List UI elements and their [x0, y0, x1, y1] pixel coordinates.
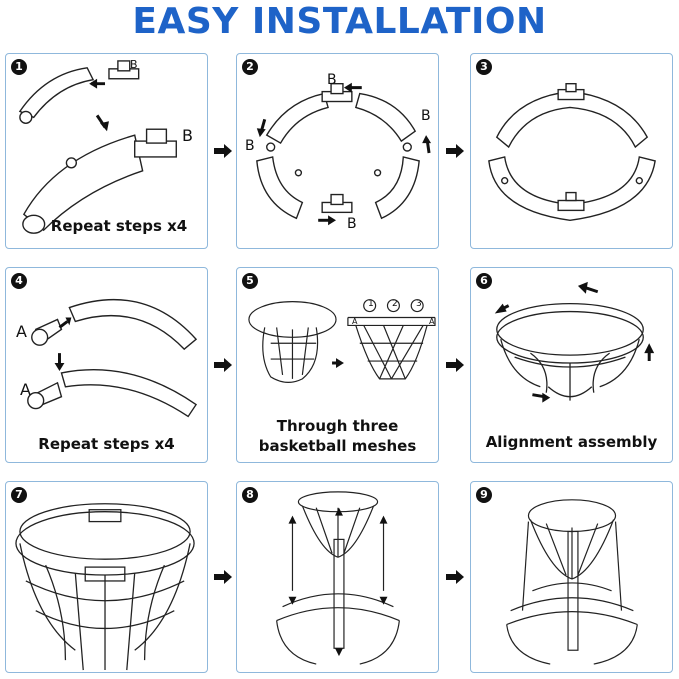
step-1-caption: Repeat steps x4: [50, 217, 188, 235]
step-7-illustration: [15, 503, 195, 671]
step-5-panel: 5 1 2 3 A A Through three basketball mes…: [236, 267, 439, 463]
flow-arrow-7-8: [214, 570, 232, 584]
step-9-number: 9: [476, 487, 492, 503]
step-1-illustration: [18, 60, 177, 234]
step-9-panel: 9: [470, 481, 673, 673]
step-7-panel: 7: [5, 481, 208, 673]
part-label-b-small: B: [130, 58, 138, 71]
flow-arrow-5-6: [446, 358, 464, 372]
step-1-number: 1: [11, 59, 27, 75]
part-label-b-top: B: [327, 72, 337, 88]
mesh-label-3: 3: [416, 299, 422, 309]
step-4-number: 4: [11, 273, 27, 289]
part-label-a-top: A: [16, 322, 27, 341]
step-4-panel: 4 A A Repeat steps x4: [5, 267, 208, 463]
flow-arrow-8-9: [446, 570, 464, 584]
flow-arrow-1-2: [214, 144, 232, 158]
step-4-caption: Repeat steps x4: [38, 435, 175, 453]
step-8-panel: 8: [236, 481, 439, 673]
step-2-panel: 2 B B B B: [236, 53, 439, 249]
step-3-number: 3: [476, 59, 492, 75]
part-label-b-right: B: [421, 108, 431, 124]
part-label-a-bottom: A: [20, 380, 31, 399]
step-3-panel: 3: [470, 53, 673, 249]
step-2-number: 2: [242, 59, 258, 75]
step-2-illustration: [256, 82, 432, 226]
step-6-illustration: [494, 281, 655, 403]
side-label-a-right: A: [429, 317, 435, 326]
step-7-number: 7: [11, 487, 27, 503]
step-3-illustration: [488, 83, 656, 221]
step-6-caption: Alignment assembly: [485, 433, 658, 451]
step-6-panel: 6 Alignment assembly: [470, 267, 673, 463]
mesh-label-2: 2: [392, 299, 398, 309]
step-5-number: 5: [242, 273, 258, 289]
step-5-caption-line-2: basketball meshes: [258, 437, 417, 455]
step-8-illustration: [276, 491, 400, 665]
step-8-number: 8: [242, 487, 258, 503]
step-5-illustration: [248, 299, 436, 383]
flow-arrow-2-3: [446, 144, 464, 158]
side-label-a-left: A: [352, 317, 358, 326]
step-5-caption-line-1: Through three: [276, 417, 399, 435]
page-title: EASY INSTALLATION: [132, 1, 547, 42]
step-9-illustration: [506, 499, 638, 665]
step-6-number: 6: [476, 273, 492, 289]
part-label-b-large: B: [182, 126, 193, 145]
mesh-label-1: 1: [368, 299, 374, 309]
flow-arrow-4-5: [214, 358, 232, 372]
step-1-panel: 1 B B Repeat steps x4: [5, 53, 208, 249]
part-label-b-left: B: [245, 138, 255, 154]
part-label-b-bottom: B: [347, 216, 357, 232]
step-4-illustration: [27, 298, 198, 418]
